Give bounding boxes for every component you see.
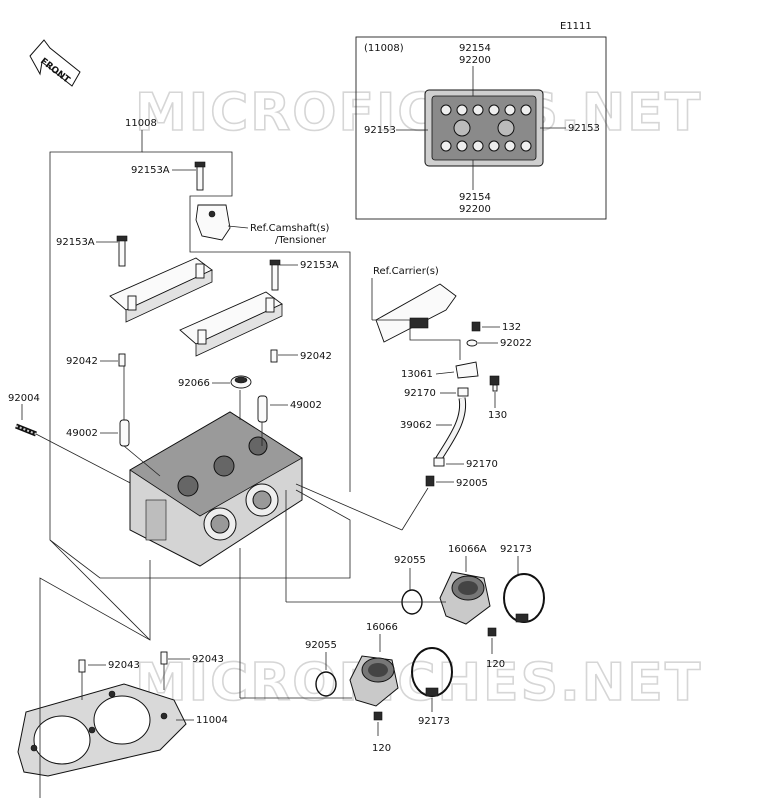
- cam-cap-left: [109, 257, 213, 323]
- bolt-132: [471, 321, 481, 332]
- screw-120-top: [487, 627, 497, 637]
- inset-right-part: 92153: [568, 123, 600, 134]
- bolt-92153A-left: [116, 235, 128, 267]
- watermark-top: MICROFICHES.NET: [135, 83, 702, 143]
- plug-92066: [230, 375, 252, 389]
- inset-top-part-b: 92200: [459, 55, 491, 66]
- ref-carrier: Ref.Carrier(s): [373, 266, 439, 277]
- lifter-49002-left: [119, 419, 130, 447]
- label-92004: 92004: [8, 393, 40, 404]
- oring-92055-bot: [315, 671, 337, 697]
- label-92170-top: 92170: [404, 388, 436, 399]
- inset-top-part-a: 92154: [459, 43, 491, 54]
- head-gasket-11004: [17, 683, 187, 777]
- tensioner-bracket: [195, 204, 231, 241]
- dowel-92043-left: [78, 659, 86, 673]
- label-92153A-left: 92153A: [56, 237, 95, 248]
- label-120-bot: 120: [372, 743, 391, 754]
- label-39062: 39062: [400, 420, 432, 431]
- label-92055-bot: 92055: [305, 640, 337, 651]
- cylinder-head-top-view: [424, 89, 544, 167]
- front-arrow-icon: FRONT: [29, 39, 81, 87]
- bracket-13061: [455, 361, 479, 379]
- diagram-code: E1111: [560, 21, 592, 32]
- label-92153A-right: 92153A: [300, 260, 339, 271]
- label-49002-left: 49002: [66, 428, 98, 439]
- bolt-92153A-top: [194, 161, 206, 191]
- label-132: 132: [502, 322, 521, 333]
- dowel-92042-right: [270, 349, 278, 363]
- stud-92004: [15, 423, 37, 437]
- inset-assembly-ref: (11008): [364, 43, 404, 54]
- label-92042-left: 92042: [66, 356, 98, 367]
- label-11004: 11004: [196, 715, 228, 726]
- label-130: 130: [488, 410, 507, 421]
- label-92173-bot: 92173: [418, 716, 450, 727]
- cam-cap-right: [179, 291, 283, 357]
- inset-bottom-part-a: 92154: [459, 192, 491, 203]
- holder-16066A: [439, 571, 491, 625]
- inset-box: (11008) 92154 92200 92153 92153 92154 92…: [355, 36, 607, 220]
- clamp-92170-bot: [433, 457, 445, 467]
- label-92043-right: 92043: [192, 654, 224, 665]
- label-92005: 92005: [456, 478, 488, 489]
- label-92173-top: 92173: [500, 544, 532, 555]
- label-16066A: 16066A: [448, 544, 487, 555]
- cylinder-head: [129, 411, 303, 567]
- dowel-92042-left: [118, 353, 126, 367]
- label-92170-bot: 92170: [466, 459, 498, 470]
- inset-left-part: 92153: [364, 125, 396, 136]
- watermark-bottom: MICROFICHES.NET: [135, 653, 702, 713]
- fitting-92005: [425, 475, 435, 487]
- inset-bottom-part-b: 92200: [459, 204, 491, 215]
- label-92153A-top: 92153A: [131, 165, 170, 176]
- label-92066: 92066: [178, 378, 210, 389]
- label-92022: 92022: [500, 338, 532, 349]
- dowel-92043-right: [160, 651, 168, 665]
- clamp-92173-top: [503, 573, 545, 623]
- label-49002-right: 49002: [290, 400, 322, 411]
- bolt-92153A-right: [269, 259, 281, 291]
- clamp-92170-top: [457, 387, 469, 397]
- label-13061: 13061: [401, 369, 433, 380]
- label-120-top: 120: [486, 659, 505, 670]
- label-16066: 16066: [366, 622, 398, 633]
- label-92043-left: 92043: [108, 660, 140, 671]
- ref-camshaft: Ref.Camshaft(s): [250, 223, 330, 234]
- label-92042-right: 92042: [300, 351, 332, 362]
- label-11008: 11008: [125, 118, 157, 129]
- label-92055-top: 92055: [394, 555, 426, 566]
- lifter-49002-right: [257, 395, 268, 423]
- carrier-part: [375, 283, 457, 343]
- screw-120-bot: [373, 711, 383, 721]
- clamp-92173-bot: [411, 647, 453, 697]
- bolt-130: [489, 375, 500, 392]
- holder-16066: [349, 655, 399, 707]
- ref-tensioner: /Tensioner: [275, 235, 327, 246]
- washer-92022: [466, 339, 478, 347]
